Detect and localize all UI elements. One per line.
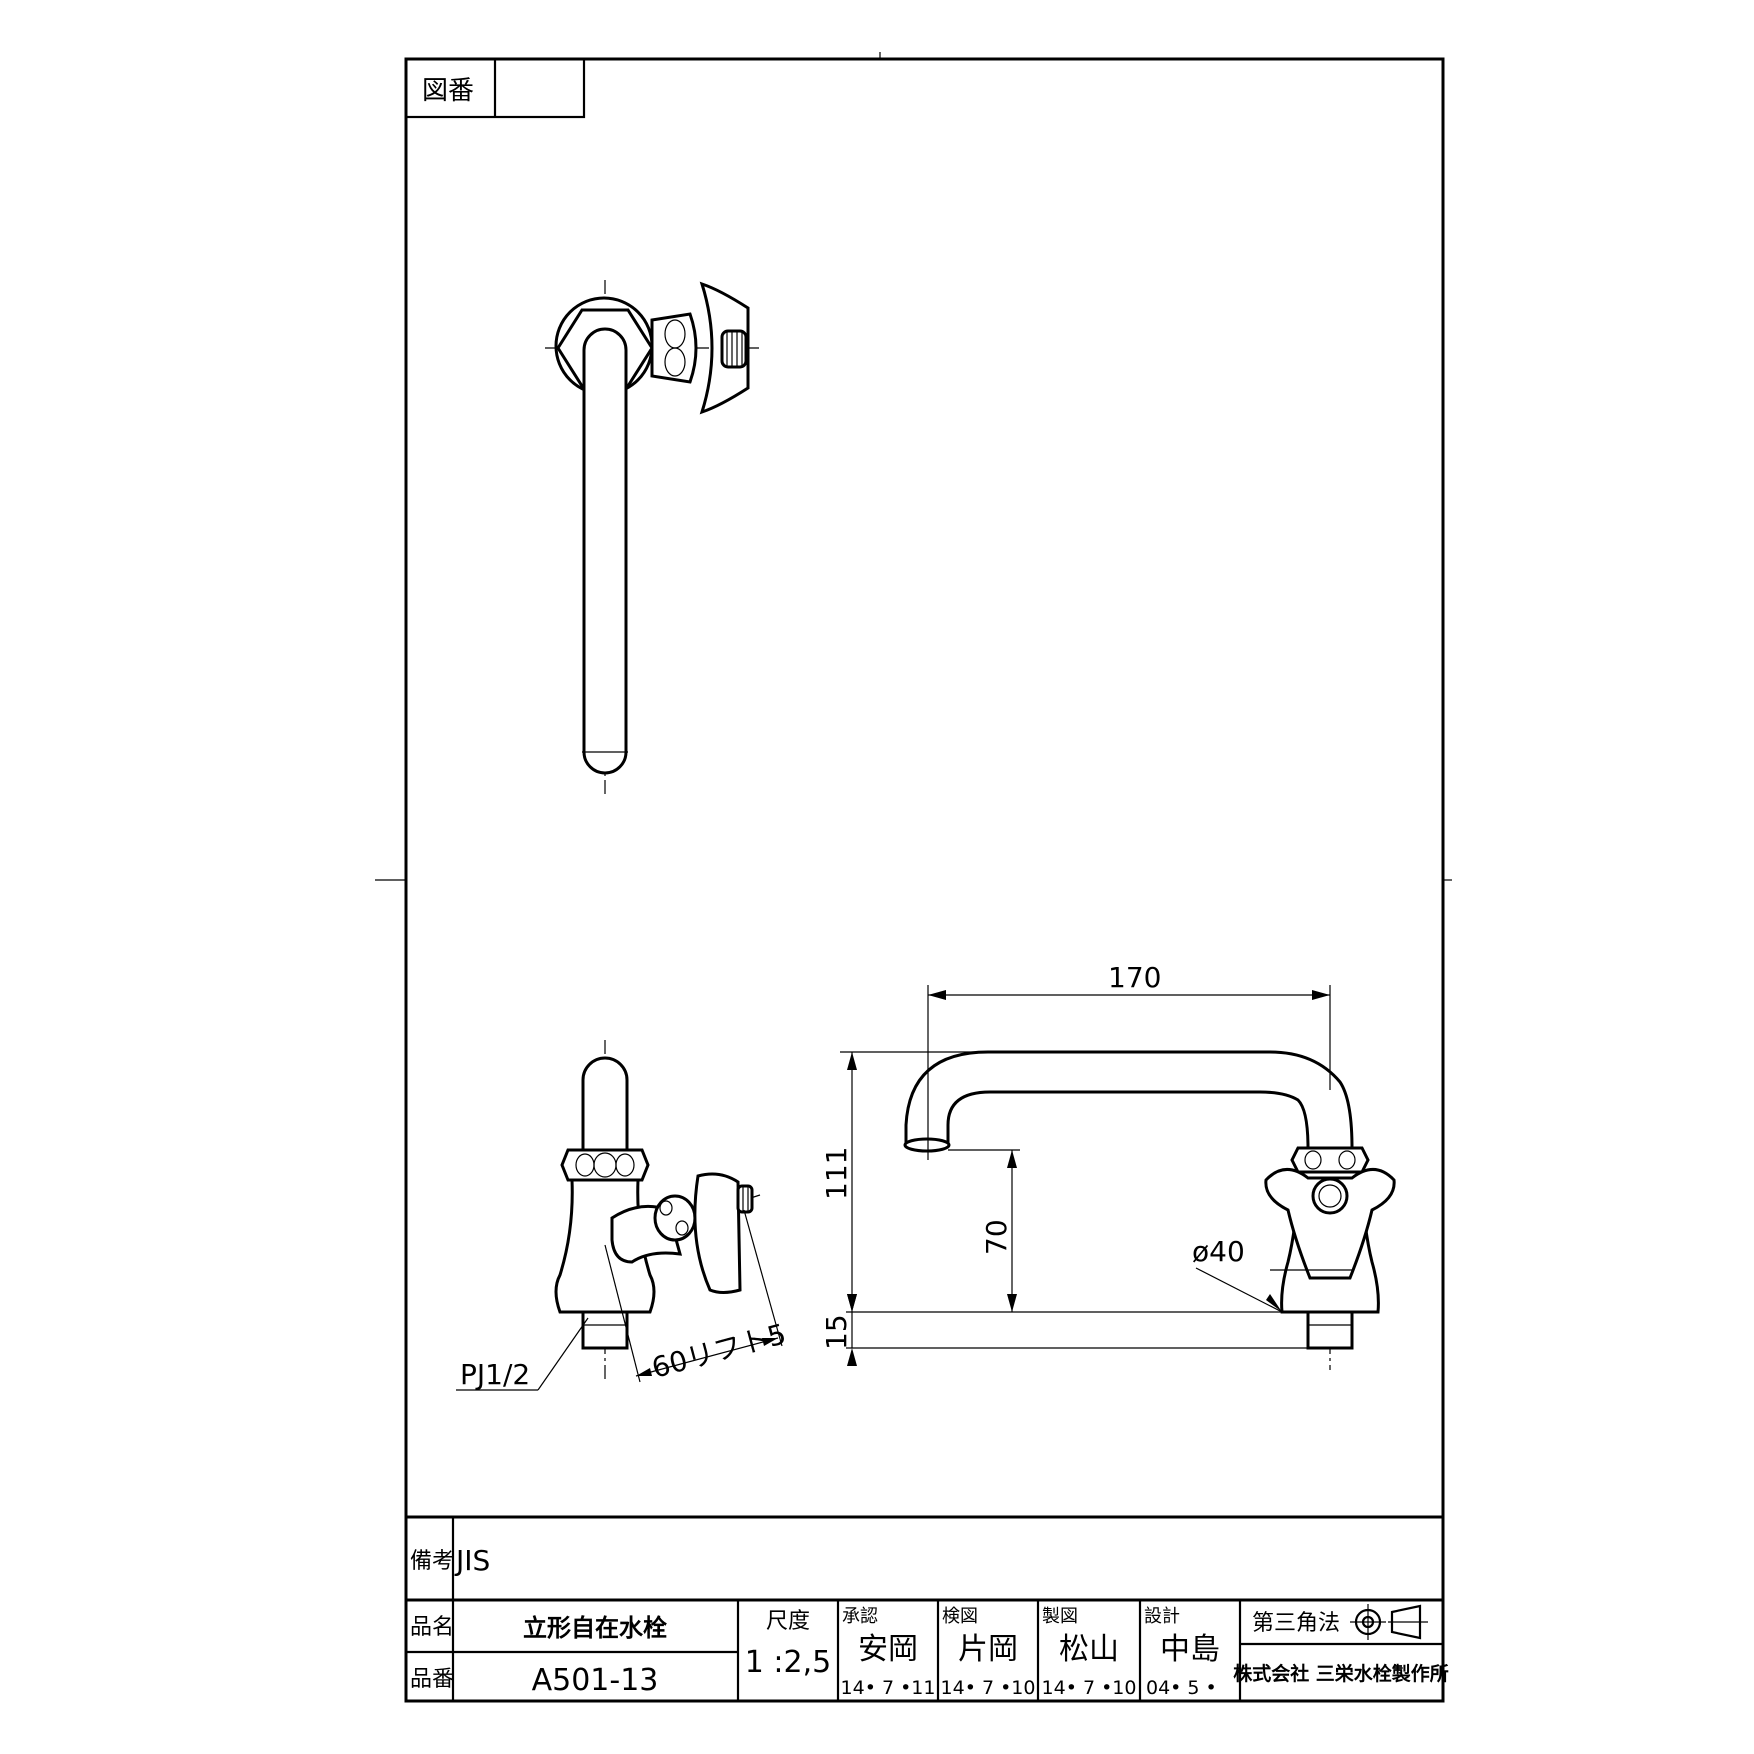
inspection-label: 検図 [942,1606,978,1627]
product-number-label: 品番 [410,1667,454,1692]
drawing-number-label: 図番 [422,76,474,106]
inspection-date: 14• 7 •10 [941,1677,1036,1699]
third-angle-projection-icon [1350,1604,1428,1640]
front-view [554,1040,761,1380]
product-number-value: A501-13 [532,1663,659,1698]
remarks-value: JIS [454,1544,490,1577]
design-label: 設計 [1144,1606,1180,1627]
product-name-value: 立形自在水栓 [523,1614,667,1642]
remarks-label: 備考 [410,1549,454,1574]
title-block: 備考 JIS 品名 立形自在水栓 品番 A501-13 尺度 1 :2,5 承認… [406,1515,1449,1701]
inspection-name: 片岡 [958,1632,1018,1667]
thread-label: PJ1/2 [460,1358,530,1391]
product-name-label: 品名 [410,1615,454,1640]
approval-date: 14• 7 •11 [841,1677,936,1699]
design-name: 中島 [1160,1632,1220,1667]
dim-170-label: 170 [1108,961,1161,994]
drafting-label: 製図 [1042,1606,1078,1627]
dim-111-label: 111 [820,1147,853,1200]
drafting-date: 14• 7 •10 [1042,1677,1137,1699]
company-name: 株式会社 三栄水栓製作所 [1233,1662,1449,1685]
dim-170: 170 [927,961,1331,1160]
side-view [903,1050,1396,1370]
dim-15-label: 15 [820,1314,853,1350]
scale-label: 尺度 [766,1609,810,1634]
approval-label: 承認 [842,1606,878,1627]
dim-70-label: 70 [980,1219,1013,1255]
thread-label-group: PJ1/2 [456,1317,589,1391]
lift-label: 60リフト5 [648,1317,789,1384]
dim-diameter: ø40 [1192,1235,1352,1313]
projection-label: 第三角法 [1252,1611,1340,1636]
drafting-name: 松山 [1059,1632,1119,1667]
top-view [545,280,760,795]
design-date: 04• 5 • [1146,1677,1217,1699]
dim-15: 15 [820,1294,1308,1366]
approval-name: 安岡 [858,1632,918,1667]
dim-diameter-label: ø40 [1192,1235,1245,1268]
sheet-border [404,57,1445,1703]
dim-70: 70 [948,1149,1020,1312]
scale-value: 1 :2,5 [745,1645,831,1680]
drawing-number-box: 図番 [404,57,586,119]
